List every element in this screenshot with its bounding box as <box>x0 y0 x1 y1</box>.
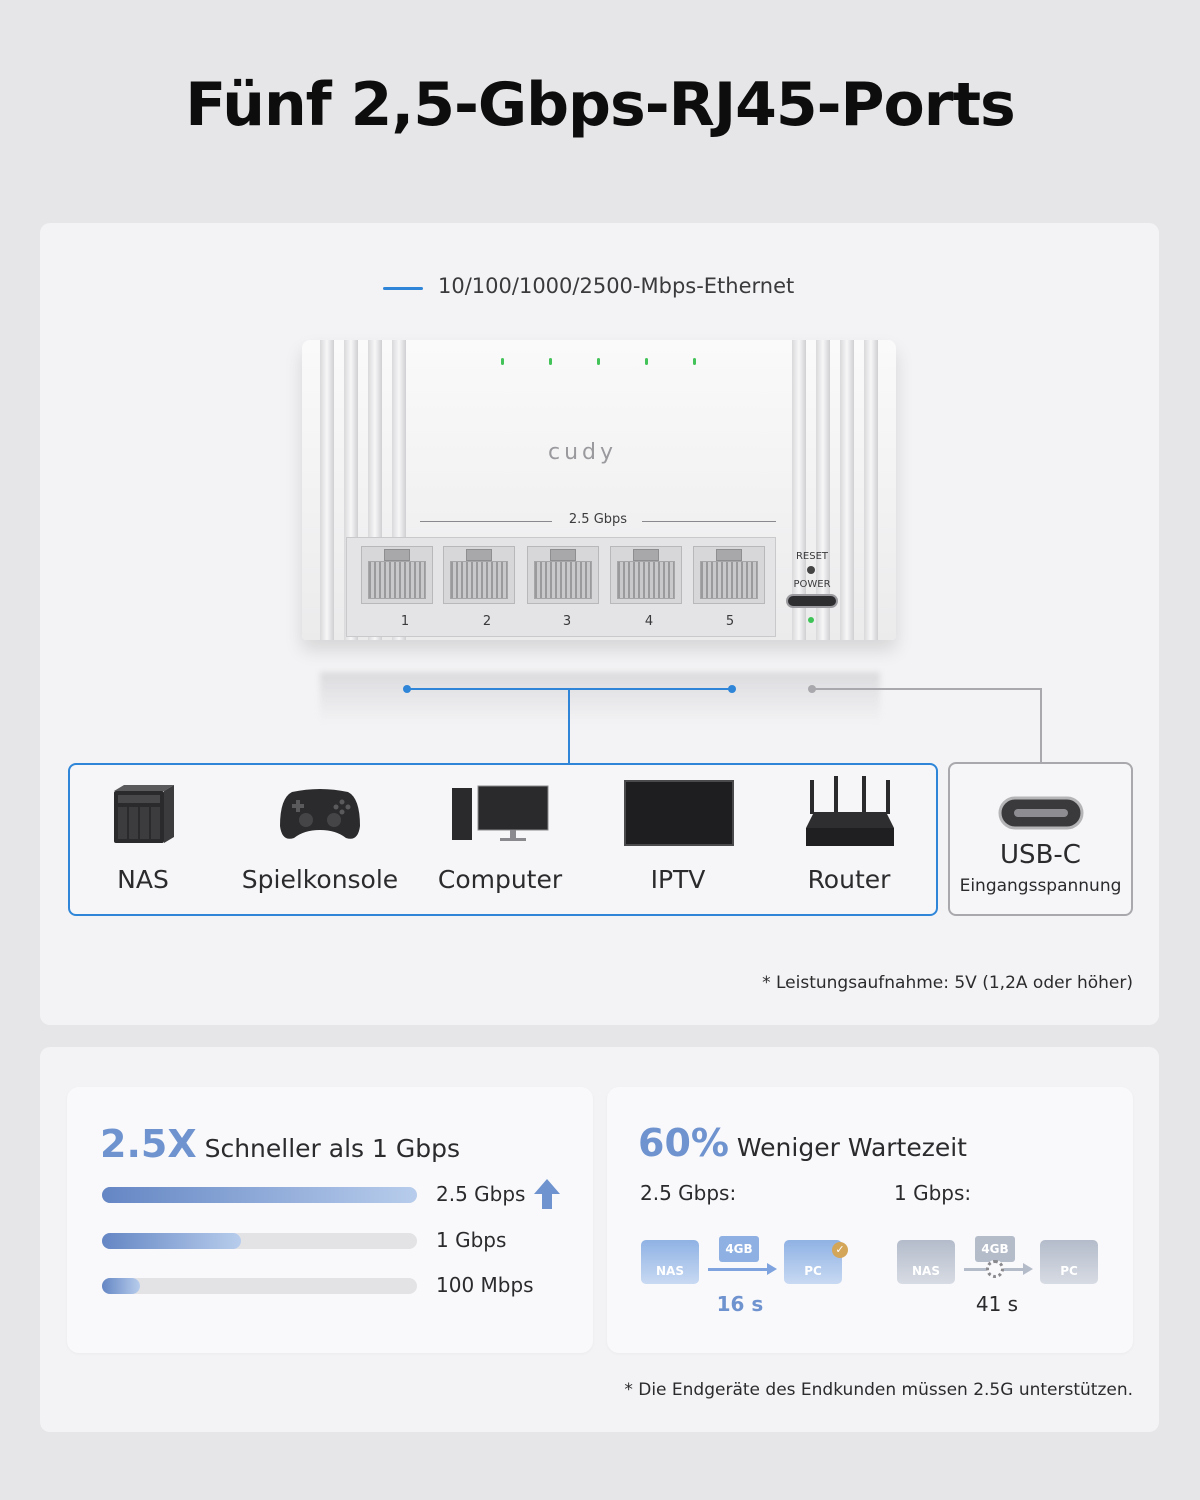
device-label-router: Router <box>807 865 891 894</box>
speed-bar-fill <box>102 1233 241 1249</box>
port-number: 4 <box>644 614 654 629</box>
slow-transfer-label: 1 Gbps: <box>894 1181 972 1205</box>
status-led <box>597 358 600 365</box>
speed-multiplier: 2.5X <box>100 1122 197 1166</box>
transfer-arrow <box>708 1268 768 1271</box>
compatibility-footnote: * Die Endgeräte des Endkunden müssen 2.5… <box>624 1380 1133 1400</box>
speed-card <box>67 1087 593 1353</box>
pc-folder-label: PC <box>804 1264 822 1278</box>
switch-front-panel: 1 2 3 4 5 <box>346 537 776 637</box>
speed-bar <box>102 1233 417 1249</box>
arrow-right-icon <box>767 1263 777 1275</box>
port-dot <box>403 685 411 693</box>
status-led <box>501 358 504 365</box>
port-speed-label: 2.5 Gbps <box>420 512 776 530</box>
page-title: Fünf 2,5-Gbps-RJ45-Ports <box>185 70 1015 140</box>
slow-transfer-time: 41 s <box>975 1292 1019 1316</box>
port-number: 3 <box>562 614 572 629</box>
wait-headline-text: Weniger Wartezeit <box>736 1133 967 1162</box>
port-number: 2 <box>482 614 492 629</box>
usb-c-icon <box>998 796 1084 830</box>
arrow-right-icon <box>1023 1263 1033 1275</box>
computer-icon <box>452 785 549 841</box>
reset-label: RESET <box>795 551 829 562</box>
speed-headline: 2.5X Schneller als 1 Gbps <box>100 1122 460 1166</box>
router-icon <box>806 776 894 846</box>
status-led <box>549 358 552 365</box>
port-dot <box>728 685 736 693</box>
usb-c-subtitle: Eingangsspannung <box>959 876 1122 896</box>
device-label-computer: Computer <box>437 865 563 894</box>
gamepad-icon <box>280 789 360 839</box>
switch-reflection <box>320 672 880 722</box>
brand-logo: cudy <box>548 440 618 465</box>
file-size-tag: 4GB <box>975 1236 1015 1262</box>
wait-percentage: 60% <box>638 1121 729 1165</box>
file-size-tag: 4GB <box>719 1236 759 1262</box>
fast-transfer-time: 16 s <box>716 1292 764 1316</box>
rj45-port-2 <box>443 546 515 604</box>
nas-folder-icon: NAS <box>641 1240 699 1284</box>
usb-c-port <box>786 594 838 608</box>
rj45-port-5 <box>693 546 765 604</box>
rj45-port-4 <box>610 546 682 604</box>
power-line <box>812 688 1042 690</box>
port-number: 5 <box>725 614 735 629</box>
nas-folder-label: NAS <box>912 1264 940 1278</box>
legend-line <box>383 287 423 290</box>
rj45-port-3 <box>527 546 599 604</box>
pc-folder-icon: PC <box>1040 1240 1098 1284</box>
speed-bar-label: 100 Mbps <box>436 1273 534 1297</box>
loading-spinner-icon <box>986 1260 1004 1278</box>
power-dot <box>808 685 816 693</box>
nas-icon <box>114 785 174 843</box>
port-number: 1 <box>400 614 410 629</box>
reset-button <box>807 566 815 574</box>
power-led <box>808 617 814 623</box>
check-icon: ✓ <box>832 1242 848 1258</box>
speed-headline-text: Schneller als 1 Gbps <box>204 1134 460 1163</box>
port-drop-line <box>568 688 570 764</box>
usb-c-box <box>948 762 1133 916</box>
arrow-up-icon <box>534 1179 560 1209</box>
wait-time-card <box>607 1087 1133 1353</box>
speed-bar-label: 2.5 Gbps <box>436 1182 526 1206</box>
wait-headline: 60% Weniger Wartezeit <box>638 1121 967 1165</box>
tv-icon <box>624 780 734 846</box>
speed-bar-fill <box>102 1187 417 1203</box>
speed-bar <box>102 1187 417 1203</box>
status-led <box>693 358 696 365</box>
rj45-port-1 <box>361 546 433 604</box>
power-label: POWER <box>793 579 831 590</box>
fast-transfer-label: 2.5 Gbps: <box>640 1181 737 1205</box>
nas-folder-icon: NAS <box>897 1240 955 1284</box>
port-speed-text: 2.5 Gbps <box>568 512 628 527</box>
power-footnote: * Leistungsaufnahme: 5V (1,2A oder höher… <box>762 973 1133 993</box>
pc-folder-label: PC <box>1060 1264 1078 1278</box>
power-drop-line <box>1040 688 1042 763</box>
status-led <box>645 358 648 365</box>
speed-bar-label: 1 Gbps <box>436 1228 507 1252</box>
device-label-iptv: IPTV <box>650 865 706 894</box>
usb-c-title: USB-C <box>1000 840 1081 870</box>
speed-bar <box>102 1278 417 1294</box>
device-label-nas: NAS <box>117 865 169 894</box>
device-label-console: Spielkonsole <box>241 865 399 894</box>
speed-bar-fill <box>102 1278 140 1294</box>
nas-folder-label: NAS <box>656 1264 684 1278</box>
legend-label: 10/100/1000/2500-Mbps-Ethernet <box>438 274 795 298</box>
